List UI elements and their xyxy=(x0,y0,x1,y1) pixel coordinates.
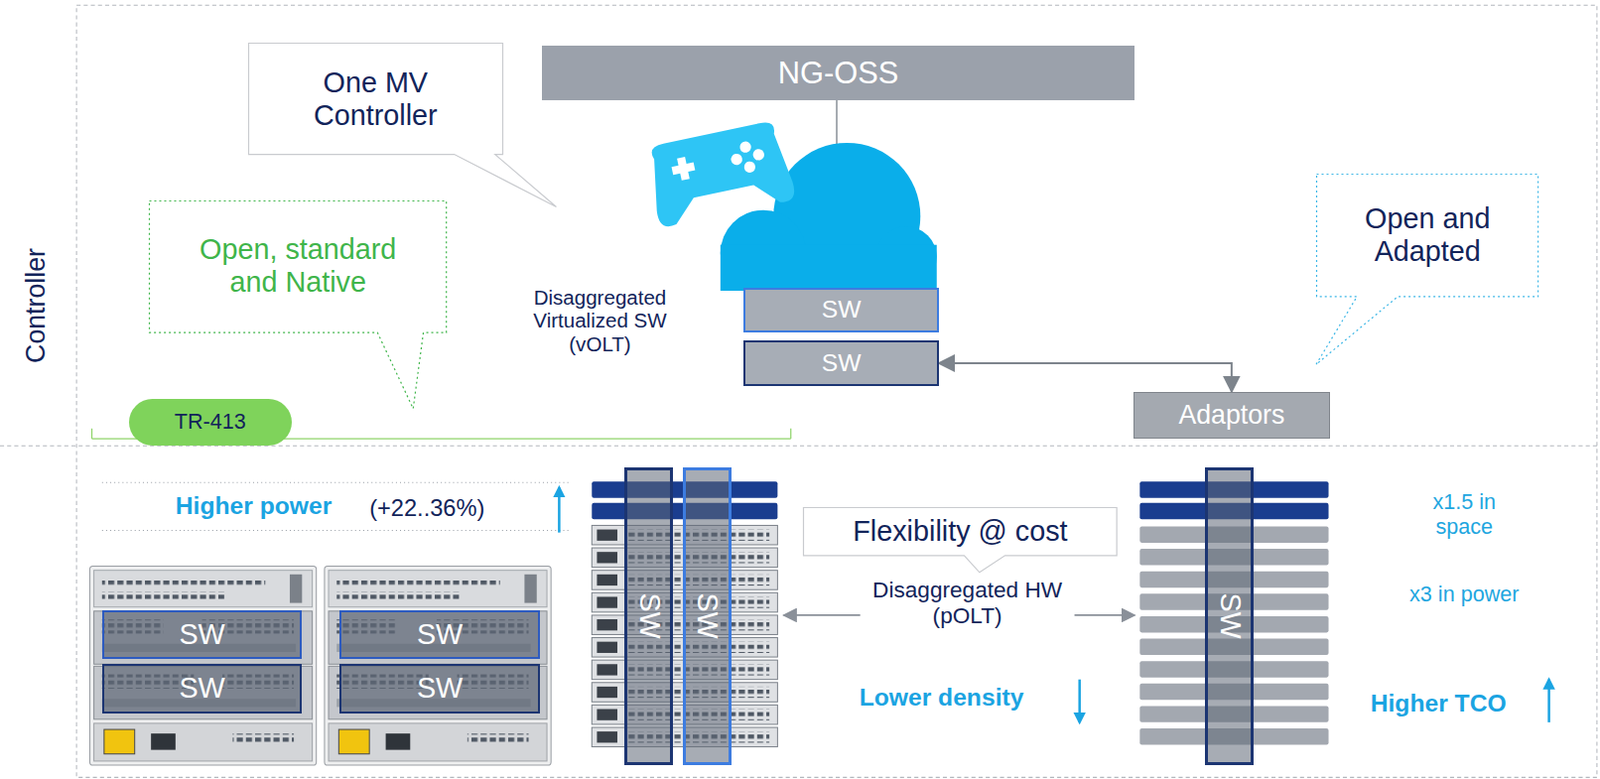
gamepad-dpad xyxy=(676,156,690,181)
node-text: One MV Controller xyxy=(270,66,481,133)
software-bar: SW xyxy=(1204,467,1254,766)
node-text: TR-413 xyxy=(174,409,247,435)
illustration xyxy=(0,4,1598,778)
node-text: Open and Adapted xyxy=(1345,202,1509,268)
callout-box: Open, standard and Native xyxy=(148,200,447,334)
pointer-arrow xyxy=(1074,614,1136,617)
callout-outline xyxy=(803,507,1118,572)
oss-bar: NG-OSS xyxy=(541,45,1135,100)
trend-arrow xyxy=(557,487,561,533)
gamepad-body xyxy=(643,119,797,229)
trend-arrow xyxy=(1547,679,1551,723)
standard-pill: TR-413 xyxy=(129,399,292,446)
metric-value: x1.5 in space xyxy=(1413,490,1516,540)
software-box: SW xyxy=(743,287,938,333)
guide-line xyxy=(102,482,572,484)
olt-chassis xyxy=(324,566,551,766)
software-box: SW xyxy=(102,664,303,713)
gamepad-button xyxy=(738,139,752,153)
metric-value: (+22..36%) xyxy=(369,495,485,523)
callout-box: One MV Controller xyxy=(248,42,504,155)
trend-arrow xyxy=(1077,679,1081,723)
cloud-base xyxy=(720,245,937,291)
connector xyxy=(938,363,1232,393)
metric-value: x3 in power xyxy=(1392,582,1536,608)
node-text: Adaptors xyxy=(1178,400,1285,431)
callout-outline xyxy=(248,43,556,208)
node-text: Flexibility @ cost xyxy=(852,515,1067,548)
node-text: SW xyxy=(632,593,666,640)
software-box: SW xyxy=(102,610,303,660)
node-text: SW xyxy=(178,618,225,652)
callout-outline xyxy=(149,200,447,408)
node-text: SW xyxy=(690,593,724,640)
gamepad-button xyxy=(752,147,766,161)
callout-box: Open and Adapted xyxy=(1316,173,1539,297)
software-bar: SW xyxy=(682,467,732,766)
node-text: Open, standard and Native xyxy=(183,233,413,299)
bracket-tick xyxy=(91,428,93,439)
frame xyxy=(76,4,1598,778)
gamepad-button xyxy=(729,152,743,166)
software-box: SW xyxy=(339,664,540,713)
node-text: SW xyxy=(821,295,862,324)
gamepad-button xyxy=(743,160,757,174)
node-text: SW xyxy=(178,671,225,705)
software-box: SW xyxy=(339,610,540,660)
node-text: SW xyxy=(821,349,862,378)
node-text: SW xyxy=(416,618,463,652)
node-text: SW xyxy=(416,671,463,705)
adaptor-box: Adaptors xyxy=(1133,392,1330,439)
metric-label: Lower density xyxy=(859,683,1025,712)
cloud-icon xyxy=(720,142,937,296)
software-box: SW xyxy=(743,340,938,386)
metric-label: Higher power xyxy=(175,492,333,521)
gamepad-icon xyxy=(643,119,797,229)
callout-box: Flexibility @ cost xyxy=(802,507,1118,556)
node-text: SW xyxy=(1212,593,1246,640)
software-bar: SW xyxy=(624,467,673,766)
metric-label: Higher TCO xyxy=(1370,689,1507,718)
guide-line xyxy=(102,530,572,532)
callout-outline xyxy=(1316,173,1539,365)
node-text: NG-OSS xyxy=(778,55,900,91)
layer-label: Disaggregated HW (pOLT) xyxy=(865,577,1070,630)
pointer-arrow xyxy=(784,614,861,617)
olt-chassis xyxy=(89,566,316,766)
axis-label: Controller xyxy=(20,248,52,364)
bracket-tick xyxy=(790,428,792,439)
layer-label: Disaggregated Virtualized SW (vOLT) xyxy=(508,285,692,357)
